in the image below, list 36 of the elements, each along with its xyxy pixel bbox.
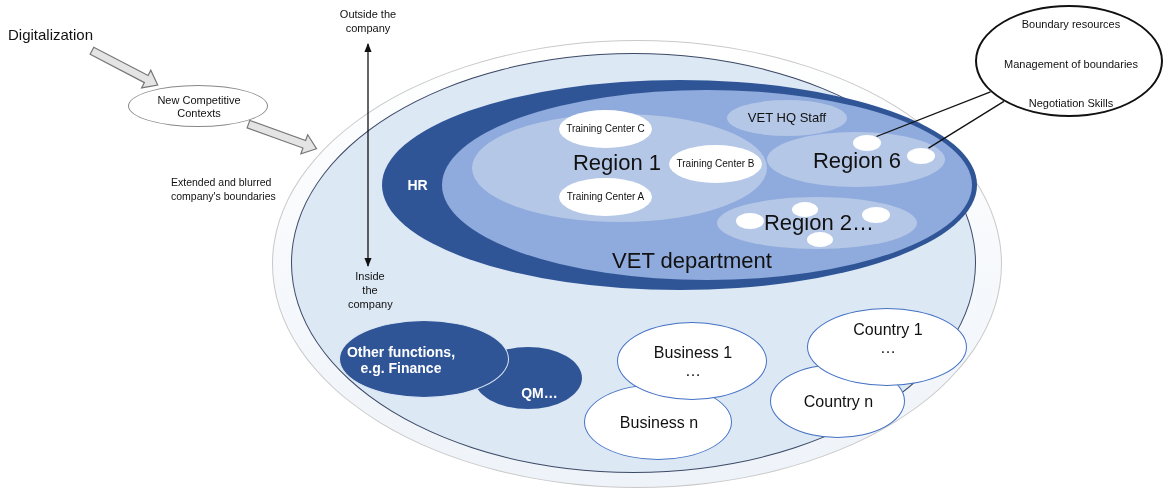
ellipse-label: Negotiation Skills xyxy=(1028,97,1114,110)
caption-text: Extended and blurred company's boundaries xyxy=(171,175,277,204)
ellipse-label: Region 6 xyxy=(812,148,902,174)
ellipse-label: Training Center B xyxy=(676,158,755,170)
region-ellipse xyxy=(767,132,945,187)
block-arrow xyxy=(89,46,159,89)
ellipse-label: HR xyxy=(407,176,428,194)
ellipse-label: Training Center A xyxy=(566,191,645,203)
double-arrow xyxy=(364,43,372,267)
heading-text: Digitalization xyxy=(8,26,123,48)
site-ellipse xyxy=(907,148,935,164)
ellipse-label: Country n xyxy=(803,392,874,412)
ellipse-label: Management of boundaries xyxy=(1004,57,1138,71)
ellipse-label: Region 1 xyxy=(572,150,662,176)
ellipse-label: VET HQ Staff xyxy=(747,110,827,126)
axis-label: Outside the company xyxy=(330,8,406,42)
callout-tail xyxy=(875,91,992,138)
staff-ellipse xyxy=(727,100,847,136)
ellipse-label: VET department xyxy=(612,248,772,274)
ellipse-label: Country 1 xyxy=(853,320,923,339)
ellipse-label: Business 1 xyxy=(653,343,733,362)
site-ellipse xyxy=(792,202,818,217)
block-arrow xyxy=(246,119,318,155)
site-ellipse xyxy=(736,213,764,229)
ellipse-label: QM… xyxy=(521,384,558,402)
ellipse-label: Region 2… xyxy=(763,210,875,236)
ellipse-label: … xyxy=(880,339,896,358)
axis-label: Inside the company xyxy=(348,270,392,314)
training-center-ellipse xyxy=(669,145,762,183)
site-ellipse xyxy=(853,135,881,151)
ellipse-label: New Competitive Contexts xyxy=(156,94,242,120)
ellipse-label: Other functions, e.g. Finance xyxy=(345,343,457,377)
ellipse-label: Training Center C xyxy=(566,123,645,135)
ellipse-label: … xyxy=(685,362,701,381)
ellipse-label: Boundary resources xyxy=(1021,18,1121,31)
ellipse-label: Business n xyxy=(619,413,699,433)
